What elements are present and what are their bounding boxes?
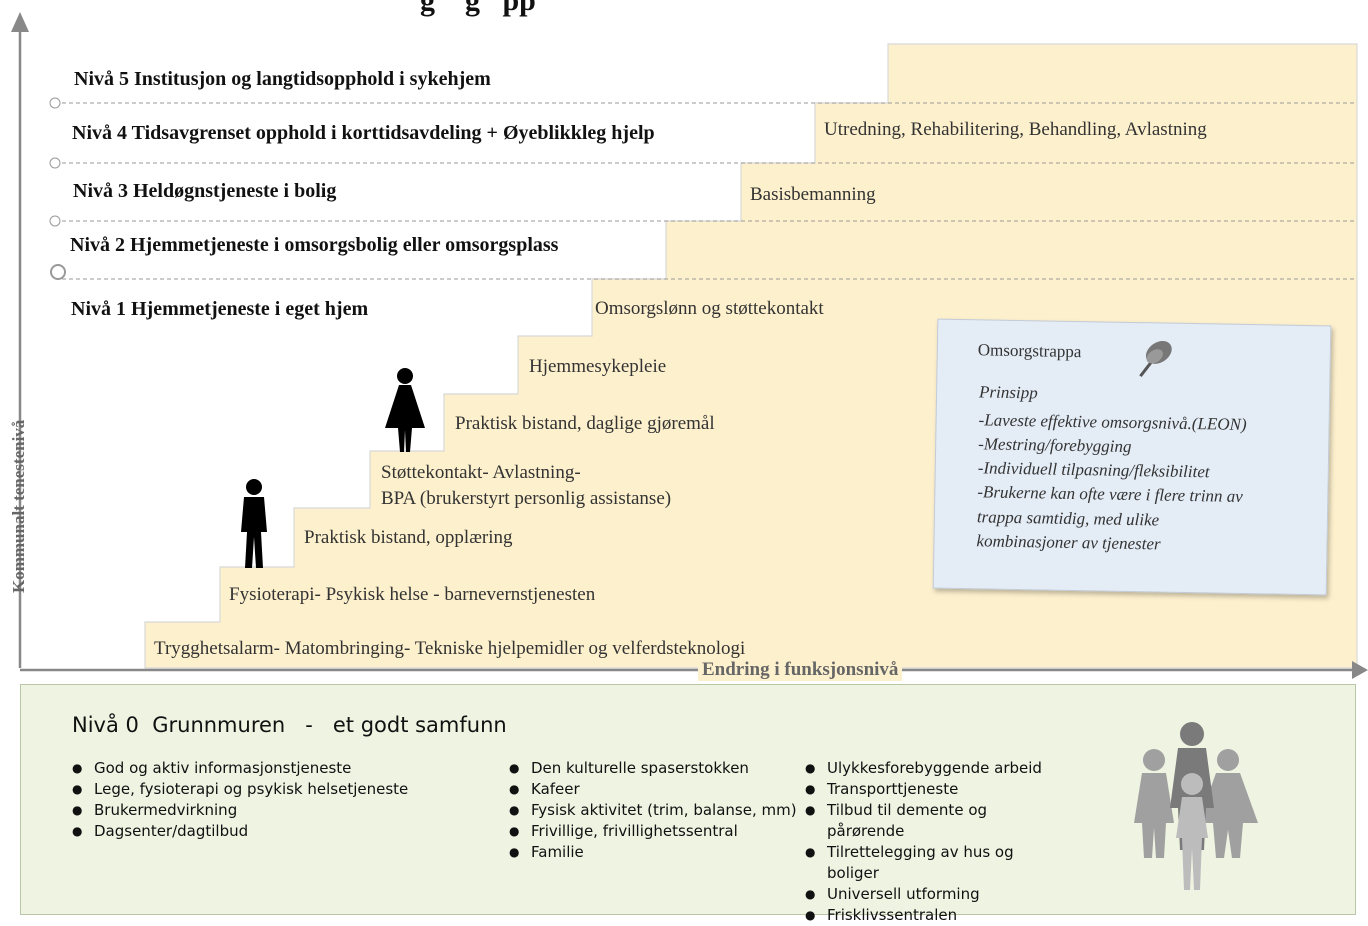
list-item: God og aktiv informasjonstjeneste bbox=[72, 758, 492, 779]
x-axis-label: Endring i funksjonsnivå bbox=[698, 659, 903, 681]
list-item: Ulykkesforebyggende arbeid bbox=[805, 758, 1065, 779]
list-item: Dagsenter/dagtilbud bbox=[72, 821, 492, 842]
list-item: Brukermedvirkning bbox=[72, 800, 492, 821]
step-utredning: Utredning, Rehabilitering, Behandling, A… bbox=[824, 119, 1207, 140]
note-card: Omsorgstrappa Prinsipp -Laveste effektiv… bbox=[932, 318, 1332, 596]
person-woman-icon bbox=[385, 368, 425, 452]
ground-level-title: Nivå 0 Grunnmuren - et godt samfunn bbox=[72, 713, 507, 737]
pushpin-icon bbox=[1139, 341, 1172, 378]
list-item: Den kulturelle spaserstokken bbox=[509, 758, 809, 779]
list-item: Fysisk aktivitet (trim, balanse, mm) bbox=[509, 800, 809, 821]
level-2-label: Nivå 2 Hjemmetjeneste i omsorgsbolig ell… bbox=[70, 234, 559, 256]
family-icon bbox=[1134, 722, 1258, 890]
note-line: -Laveste effektive omsorgsnivå.(LEON) bbox=[978, 410, 1247, 434]
note-line: -Individuell tilpasning/fleksibilitet bbox=[977, 458, 1210, 482]
ground-list-2: Den kulturelle spaserstokken Kafeer Fysi… bbox=[509, 758, 809, 863]
list-item: Tilrettelegging av hus og boliger bbox=[805, 842, 1065, 884]
level-5-label: Nivå 5 Institusjon og langtidsopphold i … bbox=[74, 68, 491, 90]
list-item: Lege, fysioterapi og psykisk helsetjenes… bbox=[72, 779, 492, 800]
step-hjemmesykepleie: Hjemmesykepleie bbox=[529, 356, 667, 377]
note-line: -Mestring/forebygging bbox=[978, 434, 1132, 456]
ground-list-1: God og aktiv informasjonstjeneste Lege, … bbox=[72, 758, 492, 842]
note-heading: Prinsipp bbox=[978, 382, 1038, 403]
step-trygghet: Trygghetsalarm- Matombringing- Tekniske … bbox=[154, 638, 746, 659]
ground-list-3: Ulykkesforebyggende arbeid Transporttjen… bbox=[805, 758, 1065, 926]
note-title: Omsorgstrappa bbox=[977, 340, 1082, 362]
note-line: -Brukerne kan ofte være i flere trinn av bbox=[977, 482, 1243, 506]
person-man-icon bbox=[241, 479, 267, 568]
step-fysioterapi: Fysioterapi- Psykisk helse - barnevernst… bbox=[229, 584, 596, 605]
step-stottekontakt-line1: Støttekontakt- Avlastning- bbox=[381, 462, 581, 483]
list-item: Frivillige, frivillighetssentral bbox=[509, 821, 809, 842]
title-fragment: g g pp bbox=[420, 0, 536, 17]
step-praktisk-daglig: Praktisk bistand, daglige gjøremål bbox=[455, 413, 715, 434]
level-4-label: Nivå 4 Tidsavgrenset opphold i korttidsa… bbox=[72, 122, 655, 144]
level-3-label: Nivå 3 Heldøgnstjeneste i bolig bbox=[73, 180, 337, 202]
list-item: Universell utforming bbox=[805, 884, 1065, 905]
step-omsorgslonn: Omsorgslønn og støttekontakt bbox=[595, 298, 824, 319]
list-item: Tilbud til demente og pårørende bbox=[805, 800, 1065, 842]
level-1-label: Nivå 1 Hjemmetjeneste i eget hjem bbox=[71, 298, 369, 320]
step-praktisk-opplaring: Praktisk bistand, opplæring bbox=[304, 527, 513, 548]
note-line: kombinasjoner av tjenester bbox=[976, 531, 1161, 554]
step-basisbemanning: Basisbemanning bbox=[750, 184, 876, 205]
list-item: Kafeer bbox=[509, 779, 809, 800]
list-item: Familie bbox=[509, 842, 809, 863]
step-stottekontakt-line2: BPA (brukerstyrt personlig assistanse) bbox=[381, 488, 672, 509]
list-item: Frisklivssentralen bbox=[805, 905, 1065, 926]
y-axis-label: Kommunalt tenestenivå bbox=[9, 419, 28, 593]
note-line: trappa samtidig, med ulike bbox=[976, 507, 1160, 530]
list-item: Transporttjeneste bbox=[805, 779, 1065, 800]
